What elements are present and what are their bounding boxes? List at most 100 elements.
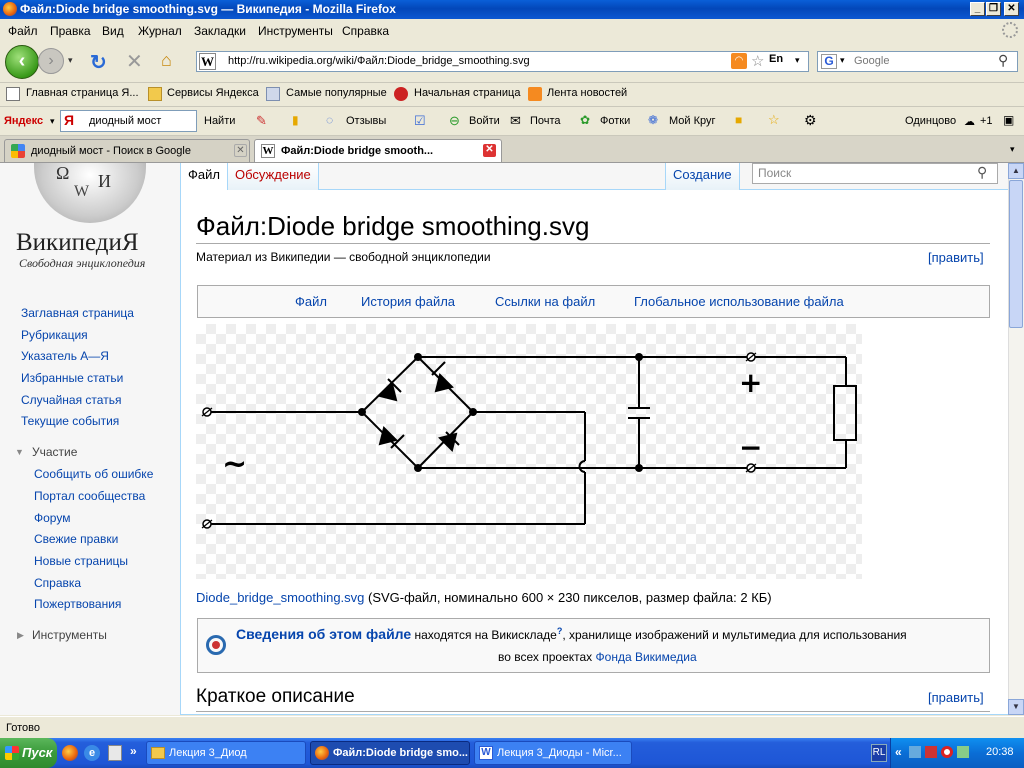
money-icon[interactable]: ■ [735,113,743,127]
yandex-reviews[interactable]: Отзывы [346,115,387,127]
yandex-login[interactable]: Войти [469,115,500,127]
weather-city[interactable]: Одинцово [905,115,957,127]
url-dropdown-icon[interactable]: ▾ [795,55,800,65]
device-icon[interactable] [957,746,969,758]
computer-icon[interactable]: ▣ [1003,113,1015,127]
tab-google-search[interactable]: диодный мост - Поиск в Google ✕ [4,139,250,162]
close-window-button[interactable]: ✕ [1004,2,1019,16]
file-preview-image[interactable]: + − ~ [196,324,862,579]
file-name-link[interactable]: Diode_bridge_smoothing.svg [196,590,365,605]
bookmark-news-feed[interactable]: Лента новостей [547,87,628,99]
quicklaunch-expand-icon[interactable]: » [130,744,137,758]
menu-help[interactable]: Справка [342,24,390,38]
sidebar-item-new-pages[interactable]: Новые страницы [34,554,129,568]
file-toc-global-usage[interactable]: Глобальное использование файла [634,294,844,309]
edit-link[interactable]: [править] [928,250,984,265]
expand-right-icon[interactable]: ▶ [17,630,24,640]
back-button[interactable]: ‹ [5,45,39,79]
history-dropdown-icon[interactable]: ▾ [68,55,73,65]
help-link[interactable]: ? [556,626,563,636]
engine-dropdown-icon[interactable]: ▾ [840,55,845,65]
section-edit-link[interactable]: [править] [928,690,984,705]
taskbar-item-firefox[interactable]: Файл:Diode bridge smo... [310,741,470,765]
network-icon[interactable] [909,746,921,758]
yandex-find-button[interactable]: Найти [204,115,236,127]
check-icon[interactable]: ☑ [414,113,426,128]
url-text[interactable]: http://ru.wikipedia.org/wiki/Файл:Diode_… [228,55,530,67]
bookmark-yandex-services[interactable]: Сервисы Яндекса [167,87,259,99]
signal-icon[interactable]: ▮ [292,113,299,127]
tab-discussion[interactable]: Обсуждение [228,163,319,190]
search-bar[interactable]: G ▾ Google ⚲ [817,51,1018,72]
home-icon[interactable]: ⌂ [161,50,172,70]
language-indicator[interactable]: RL [871,744,887,762]
menu-file[interactable]: Файл [8,24,38,38]
sidebar-item-featured[interactable]: Избранные статьи [21,371,124,385]
bookmark-yandex-home[interactable]: Главная страница Я... [26,87,139,99]
menu-history[interactable]: Журнал [138,24,182,38]
file-toc-history[interactable]: История файла [361,294,456,309]
forward-button[interactable]: › [38,48,64,74]
file-toc-links[interactable]: Ссылки на файл [495,294,596,309]
yandex-brand[interactable]: Яндекс [4,115,44,127]
menu-bookmarks[interactable]: Закладки [194,24,246,38]
start-button[interactable]: Пуск [0,738,57,768]
scroll-thumb[interactable] [1009,180,1023,328]
yandex-moikrug[interactable]: Мой Круг [669,115,716,127]
sidebar-item-community-portal[interactable]: Портал сообщества [34,489,146,503]
tab-list-dropdown-icon[interactable]: ▾ [1010,144,1015,154]
google-engine-icon[interactable]: G [821,54,837,69]
wikipedia-wordmark[interactable]: ВикипедиЯ [16,229,139,256]
bookmark-start-page[interactable]: Начальная страница [414,87,521,99]
sidebar-item-index[interactable]: Указатель А—Я [21,349,109,363]
sidebar-item-report-error[interactable]: Сообщить об ошибке [34,467,154,481]
tab-file[interactable]: Файл [180,163,228,190]
tray-expand-icon[interactable]: « [895,745,902,759]
document-quicklaunch-icon[interactable] [108,745,122,761]
sidebar-participation-heading[interactable]: Участие [32,445,78,459]
clock[interactable]: 20:38 [986,746,1014,758]
file-toc-file[interactable]: Файл [295,294,327,309]
yandex-query[interactable]: диодный мост [89,115,162,127]
antivirus-icon[interactable] [941,746,953,758]
tab-close-icon[interactable]: ✕ [483,144,496,157]
yandex-search-input[interactable]: Я диодный мост [60,110,197,132]
rss-icon[interactable]: ◠ [731,53,747,69]
security-icon[interactable] [925,746,937,758]
wiki-search-input[interactable]: Поиск ⚲ [752,163,998,184]
yandex-mail[interactable]: Почта [530,115,561,127]
taskbar-item-folder[interactable]: Лекция 3_Диод [146,741,306,765]
search-icon[interactable]: ⚲ [998,52,1009,68]
scroll-down-button[interactable]: ▼ [1008,699,1024,715]
menu-edit[interactable]: Правка [50,24,91,38]
search-icon[interactable]: ⚲ [977,164,988,180]
taskbar-item-word[interactable]: W Лекция 3_Диоды - Micr... [474,741,632,765]
sidebar-item-recent-changes[interactable]: Свежие правки [34,532,119,546]
tab-close-icon[interactable]: ✕ [234,144,247,157]
marker-icon[interactable]: ✎ [256,113,267,128]
reload-icon[interactable]: ↻ [90,52,107,74]
sidebar-item-forum[interactable]: Форум [34,511,71,525]
wikimedia-foundation-link[interactable]: Фонда Викимедиа [595,650,697,664]
bookmark-star-icon[interactable]: ☆ [751,53,765,70]
favorites-star-icon[interactable]: ☆ [768,112,780,127]
yandex-dropdown-icon[interactable]: ▾ [50,116,55,126]
menu-view[interactable]: Вид [102,24,124,38]
minimize-button[interactable]: _ [970,2,985,16]
sidebar-item-current-events[interactable]: Текущие события [21,414,120,428]
sidebar-item-help[interactable]: Справка [34,576,82,590]
sidebar-item-main-page[interactable]: Заглавная страница [21,306,134,320]
sidebar-item-random[interactable]: Случайная статья [21,393,122,407]
tab-wikipedia-file[interactable]: W Файл:Diode bridge smooth... ✕ [254,139,502,162]
language-icon[interactable]: En [769,53,784,65]
maximize-button[interactable]: ❐ [986,2,1001,16]
firefox-quicklaunch-icon[interactable] [62,745,78,761]
scroll-up-button[interactable]: ▲ [1008,163,1024,179]
address-bar[interactable]: W http://ru.wikipedia.org/wiki/Файл:Diod… [196,51,809,72]
settings-gear-icon[interactable]: ⚙ [804,112,817,128]
sidebar-tools-heading[interactable]: Инструменты [32,628,107,642]
ie-quicklaunch-icon[interactable]: e [84,745,100,761]
bookmark-most-visited[interactable]: Самые популярные [286,87,387,99]
commons-info-link[interactable]: Сведения об этом файле [236,626,412,642]
menu-tools[interactable]: Инструменты [258,24,333,38]
